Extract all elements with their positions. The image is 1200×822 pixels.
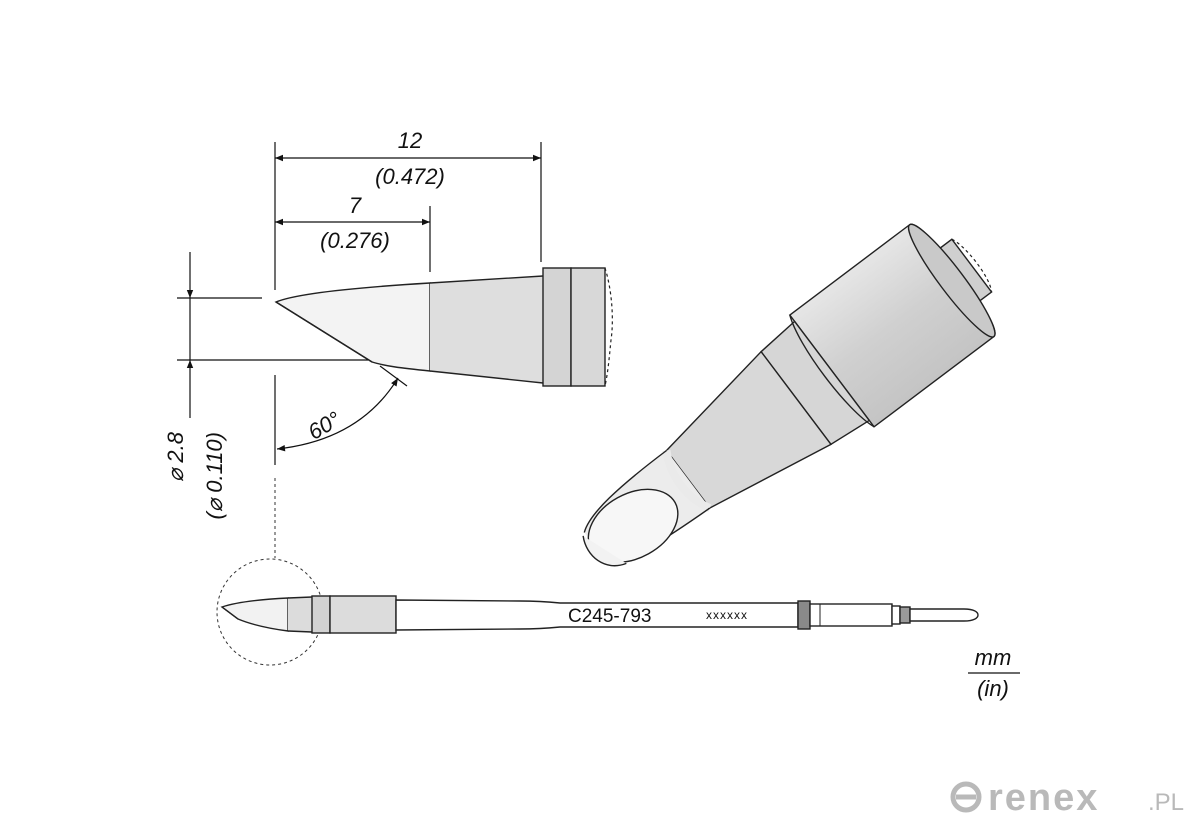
total-length-in: (0.472): [375, 164, 445, 189]
diameter-mm: ⌀ 2.8: [163, 431, 188, 482]
tip-collar: [542, 267, 572, 387]
watermark-brand: renex: [988, 777, 1099, 819]
unit-in: (in): [977, 676, 1009, 701]
taper-length-mm: 7: [349, 193, 362, 218]
renex-watermark: renex .PL: [950, 777, 1184, 819]
watermark-suffix: .PL: [1148, 789, 1184, 816]
dimension-taper-length: 7 (0.276): [275, 193, 430, 253]
extension-lines: [177, 142, 542, 558]
renex-logo-icon: [950, 781, 982, 813]
serial-placeholder: xxxxxx: [706, 608, 748, 622]
full-tip-view: C245-793 xxxxxx: [216, 558, 979, 666]
taper-length-in: (0.276): [320, 228, 390, 253]
tip-3d-view: [582, 223, 996, 567]
dimension-bevel-angle: 60°: [276, 377, 399, 452]
units-legend: mm (in): [968, 645, 1020, 701]
diameter-in: (⌀ 0.110): [202, 432, 227, 519]
tip-side-view: [274, 267, 613, 387]
total-length-mm: 12: [398, 128, 422, 153]
part-number: C245-793: [568, 606, 651, 627]
dimension-total-length: 12 (0.472): [275, 128, 541, 189]
unit-mm: mm: [975, 645, 1012, 670]
tip-taper-region: [430, 276, 543, 383]
dimension-diameter: ⌀ 2.8 (⌀ 0.110): [163, 252, 227, 519]
bevel-angle-label: 60°: [304, 406, 345, 444]
tip-shaft-stub: [570, 267, 606, 387]
tip-bevel-region: [274, 282, 431, 372]
